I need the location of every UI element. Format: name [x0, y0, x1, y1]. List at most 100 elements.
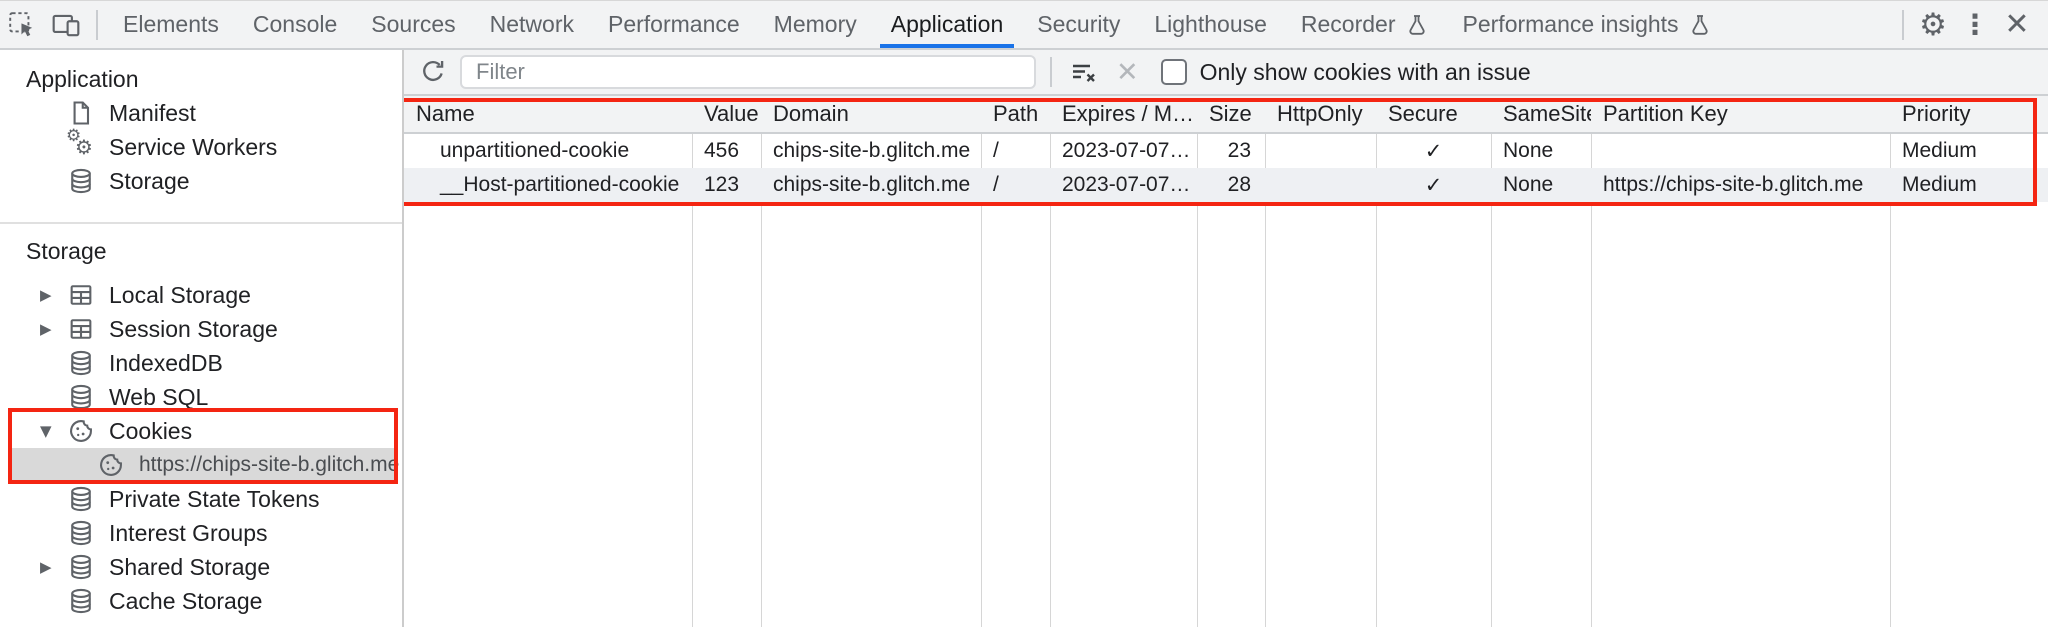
column-header-name[interactable]: Name — [416, 101, 475, 126]
filter-input[interactable] — [460, 55, 1036, 89]
tab-network[interactable]: Network — [489, 11, 574, 37]
application-sidebar: Application Manifest ⚙ ⚙ — [0, 50, 404, 627]
column-header-samesite[interactable]: SameSite — [1503, 101, 1591, 126]
tab-security[interactable]: Security — [1037, 11, 1121, 37]
column-header-value[interactable]: Value — [704, 101, 759, 126]
column-header-partition-key[interactable]: Partition Key — [1603, 101, 1728, 126]
cookie-row-host-partitioned[interactable]: __Host-partitioned-cookie 123 chips-site… — [404, 168, 2048, 202]
column-header-path[interactable]: Path — [993, 101, 1039, 126]
column-divider[interactable] — [1050, 96, 1051, 627]
cell-secure-checkmark: ✓ — [1424, 139, 1443, 163]
sidebar-item-cache-storage[interactable]: Cache Storage — [0, 584, 402, 618]
cell-httponly — [1265, 168, 1376, 202]
more-options-icon[interactable]: ⋮ — [1961, 8, 1989, 41]
column-header-domain[interactable]: Domain — [773, 101, 849, 126]
column-divider[interactable] — [761, 96, 762, 627]
sidebar-item-session-storage[interactable]: ▶ Session Storage — [0, 312, 402, 346]
table-grid-icon — [66, 314, 96, 344]
column-divider[interactable] — [692, 96, 693, 627]
only-issue-checkbox-label[interactable]: Only show cookies with an issue — [1199, 58, 1531, 85]
tab-lighthouse[interactable]: Lighthouse — [1154, 11, 1267, 37]
tab-sources[interactable]: Sources — [371, 11, 456, 37]
application-section: Application Manifest ⚙ ⚙ — [0, 50, 402, 198]
column-divider[interactable] — [1376, 96, 1377, 627]
sidebar-item-indexeddb[interactable]: IndexedDB — [0, 346, 402, 380]
column-divider[interactable] — [1591, 96, 1592, 627]
column-header-secure[interactable]: Secure — [1388, 101, 1458, 126]
device-toolbar-icon[interactable] — [44, 3, 88, 47]
cookie-row-unpartitioned[interactable]: unpartitioned-cookie 456 chips-site-b.gl… — [404, 134, 2048, 168]
cell-partition-key — [1591, 134, 1890, 168]
cell-priority: Medium — [1902, 173, 1977, 196]
tab-memory[interactable]: Memory — [773, 11, 857, 37]
toolbar-separator — [1050, 57, 1052, 87]
expander-collapsed-icon[interactable]: ▶ — [40, 320, 52, 338]
table-header-row: Name Value Domain Path Expires / M… Size… — [404, 96, 2048, 134]
sidebar-item-interest-groups[interactable]: Interest Groups — [0, 516, 402, 550]
settings-gear-icon[interactable]: ⚙ — [1919, 6, 1947, 43]
cell-name: __Host-partitioned-cookie — [440, 173, 680, 196]
column-divider[interactable] — [1491, 96, 1492, 627]
database-icon — [66, 484, 96, 514]
column-divider[interactable] — [981, 96, 982, 627]
tab-console[interactable]: Console — [252, 11, 338, 37]
storage-section-title: Storage — [26, 237, 107, 264]
column-header-size[interactable]: Size — [1209, 101, 1252, 126]
application-section-title: Application — [26, 65, 139, 92]
database-icon — [66, 586, 96, 616]
database-icon — [66, 552, 96, 582]
clear-all-icon[interactable]: ✕ — [1116, 56, 1139, 88]
sidebar-item-service-workers[interactable]: ⚙ ⚙ Service Workers — [0, 126, 402, 164]
tab-performance-insights[interactable]: Performance insights — [1446, 1, 1729, 48]
tab-application[interactable]: Application — [874, 1, 1021, 48]
sidebar-item-cookie-origin[interactable]: https://chips-site-b.glitch.me — [0, 448, 402, 482]
document-icon — [66, 98, 96, 128]
cell-path: / — [993, 139, 999, 162]
cell-size: 28 — [1227, 173, 1251, 196]
sidebar-section-divider — [0, 222, 402, 224]
expander-collapsed-icon[interactable]: ▶ — [40, 286, 52, 304]
sidebar-item-shared-storage[interactable]: ▶ Shared Storage — [0, 550, 402, 584]
column-divider[interactable] — [1265, 96, 1266, 627]
cookies-table: Name Value Domain Path Expires / M… Size… — [404, 96, 2048, 627]
cell-secure-checkmark: ✓ — [1424, 173, 1443, 197]
tab-recorder[interactable]: Recorder — [1284, 1, 1446, 48]
service-workers-icon: ⚙ ⚙ — [66, 126, 93, 159]
sidebar-item-cookies[interactable]: ▼ Cookies — [0, 414, 402, 448]
column-header-priority[interactable]: Priority — [1902, 101, 1971, 126]
cell-domain: chips-site-b.glitch.me — [773, 139, 971, 162]
sidebar-item-private-state-tokens[interactable]: Private State Tokens — [0, 482, 402, 516]
expander-expanded-icon[interactable]: ▼ — [40, 422, 52, 440]
database-icon — [66, 382, 96, 412]
cell-samesite: None — [1503, 173, 1554, 196]
experiment-flask-icon — [1691, 14, 1708, 35]
sidebar-item-storage[interactable]: Storage — [0, 164, 402, 198]
tab-performance[interactable]: Performance — [608, 11, 740, 37]
sidebar-item-local-storage[interactable]: ▶ Local Storage — [0, 278, 402, 312]
active-tab-underline — [879, 44, 1015, 48]
column-header-expires[interactable]: Expires / M… — [1062, 101, 1195, 126]
tabbar-separator — [96, 9, 98, 40]
tab-elements[interactable]: Elements — [123, 11, 219, 37]
inspect-element-icon[interactable] — [0, 3, 44, 47]
refresh-icon[interactable] — [414, 53, 452, 91]
column-divider[interactable] — [1197, 96, 1198, 627]
expander-collapsed-icon[interactable]: ▶ — [40, 558, 52, 576]
cookie-icon — [66, 416, 96, 446]
panel-tabs: Elements Console Sources Network Perform… — [106, 1, 1729, 48]
column-header-httponly[interactable]: HttpOnly — [1277, 101, 1363, 126]
clear-filter-icon[interactable] — [1064, 53, 1102, 91]
close-devtools-icon[interactable]: ✕ — [2004, 7, 2030, 42]
cell-size: 23 — [1227, 139, 1251, 162]
cell-value: 456 — [704, 139, 740, 162]
column-divider[interactable] — [1890, 96, 1891, 627]
database-icon — [66, 166, 96, 196]
sidebar-item-manifest[interactable]: Manifest — [0, 96, 402, 130]
only-issue-checkbox[interactable] — [1160, 59, 1187, 85]
cell-httponly — [1265, 134, 1376, 168]
cell-samesite: None — [1503, 139, 1554, 162]
cell-expires: 2023-07-07… — [1062, 139, 1191, 162]
cell-value: 123 — [704, 173, 740, 196]
sidebar-item-web-sql[interactable]: Web SQL — [0, 380, 402, 414]
cell-expires: 2023-07-07… — [1062, 173, 1191, 196]
